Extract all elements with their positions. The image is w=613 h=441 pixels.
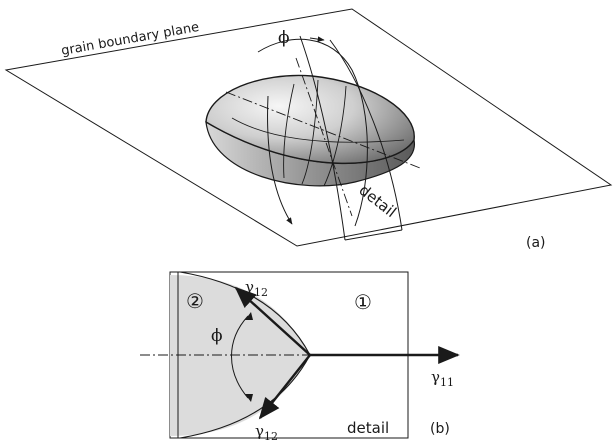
section-plane-base: [344, 229, 403, 241]
gamma-12-upper-vector: [234, 286, 311, 356]
gamma-12-lower-vector: [258, 354, 311, 420]
grain-2-label: ②: [186, 289, 204, 313]
phi-label: ϕ: [278, 28, 290, 48]
dashdot-axis: [225, 91, 421, 169]
section-arc: [231, 117, 405, 143]
grain-boundary-plane: [4, 8, 613, 247]
gamma-12-lower-label: γ12: [255, 422, 278, 441]
phi-arrow-top: [309, 36, 325, 42]
dashdot-axis: [295, 57, 353, 217]
phi-label-b: ϕ: [211, 326, 223, 346]
detail-label-b: detail: [347, 419, 389, 437]
gamma-12-upper-label: γ12: [245, 278, 268, 299]
phi-angle-arc: [257, 38, 368, 227]
gamma-11-label: γ11: [431, 368, 454, 389]
section-plane-outline: [329, 39, 403, 231]
panel-a-label: (a): [526, 235, 546, 251]
section-arc: [323, 85, 347, 187]
section-plane-outline: [299, 35, 346, 241]
phi-dihedral-arc: [231, 315, 249, 399]
phi-angle-arc-lower: [267, 95, 293, 225]
phi-arc-arrow-top: [245, 312, 253, 320]
panel-a: grain boundary plane ϕ detail (a): [4, 8, 613, 251]
grain-1-label: ①: [354, 290, 372, 314]
phi-arc-arrow-bottom: [245, 394, 253, 402]
section-arc: [283, 83, 295, 179]
grain-2-region: [170, 275, 310, 436]
panel-b-label: (b): [430, 421, 450, 437]
panel-b: ② ① ϕ γ12 γ12 γ11 detail (b): [140, 271, 460, 441]
